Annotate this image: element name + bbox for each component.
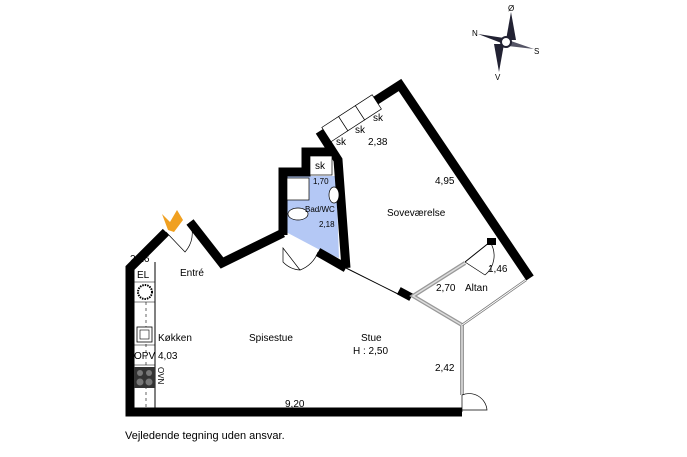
wall-block	[396, 287, 414, 301]
balcony-railing-inner	[461, 279, 527, 326]
kitchen-dimension: 4,03	[158, 351, 178, 362]
compass-rose-icon: Ø N S V	[472, 4, 539, 82]
bedroom-cabinet-label: sk	[355, 125, 366, 136]
burner	[136, 378, 144, 386]
balcony-width: 1,46	[488, 264, 508, 275]
sink-icon	[136, 326, 153, 343]
living-side: 2,42	[435, 363, 455, 374]
terrace-door	[461, 393, 488, 412]
entry-wall	[186, 219, 285, 269]
bath-length: 2,18	[319, 220, 335, 229]
bath-cabinet-label: sk	[315, 161, 326, 172]
living-label: Stue	[361, 333, 382, 344]
stove-icon	[134, 367, 155, 388]
toilet-icon	[287, 207, 309, 221]
el-label: EL	[137, 270, 150, 281]
entrance-door	[165, 221, 193, 253]
burner	[137, 370, 143, 376]
bedroom-length: 4,95	[435, 176, 455, 187]
entre-label: Entré	[180, 268, 204, 279]
bedroom-partition	[464, 241, 491, 263]
cabinet-width: 2,38	[368, 137, 388, 148]
compass-west: V	[495, 73, 501, 82]
entrance-arrow-icon	[162, 210, 183, 232]
entre-dimension: 2,26	[130, 254, 150, 265]
disclaimer-caption: Vejledende tegning uden ansvar.	[125, 430, 285, 442]
bedroom-cabinet-label: sk	[373, 113, 384, 124]
compass-east: Ø	[508, 4, 514, 13]
oven-label: OVN	[156, 367, 165, 385]
kitchen-label: Køkken	[158, 333, 192, 344]
bath-label: Bad/WC	[305, 205, 335, 214]
balcony-glass-wall-inner	[411, 262, 466, 395]
washbasin-icon	[328, 186, 340, 204]
burner	[145, 378, 153, 386]
burner	[146, 370, 152, 376]
bedroom-cabinets	[321, 94, 382, 143]
living-partition	[345, 267, 403, 297]
dining-label: Spisestue	[249, 333, 293, 344]
balcony-length: 2,70	[436, 283, 456, 294]
sink-basin	[139, 329, 150, 340]
bath-cabinet	[309, 155, 333, 176]
ceiling-height: H : 2,50	[353, 346, 388, 357]
bathroom-wall	[278, 147, 331, 235]
bedroom-cabinet-label: sk	[336, 137, 347, 148]
balcony-door	[464, 241, 495, 276]
living-length: 9,20	[285, 399, 305, 410]
bathroom-door	[282, 246, 319, 271]
bath-width: 1,70	[313, 177, 329, 186]
bathroom-lower-wall	[315, 248, 349, 272]
hob-icon	[137, 284, 153, 300]
outer-wall-left-bottom	[125, 228, 462, 417]
compass-north: N	[472, 29, 478, 38]
compass-south: S	[534, 47, 539, 56]
dishwasher-label: OPV	[134, 351, 155, 362]
bedroom-wall	[315, 78, 534, 281]
wall-block	[487, 238, 496, 245]
shower-icon	[286, 177, 310, 201]
balcony-label: Altan	[465, 283, 488, 294]
bedroom-label: Soveværelse	[387, 208, 446, 219]
